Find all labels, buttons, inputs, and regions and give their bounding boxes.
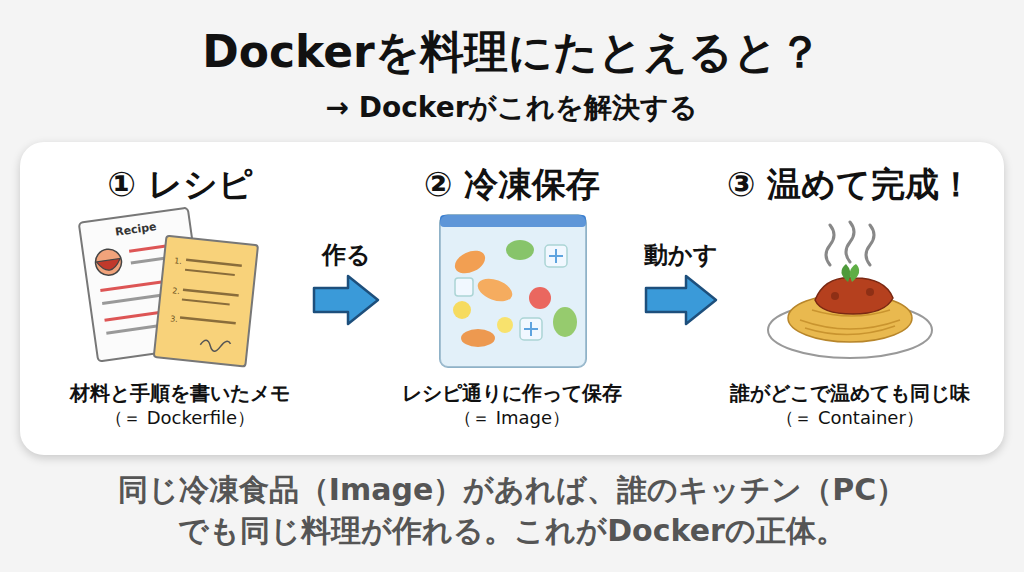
step-term: （＝ Dockerfile） — [105, 406, 255, 429]
flow-arrow — [314, 276, 378, 324]
caption: 同じ冷凍食品（Image）があれば、誰のキッチン（PC） でも同じ料理が作れる。… — [112, 470, 912, 551]
step-column: ② 冷凍保存レシピ通りに作って保存（＝ Image） — [382, 163, 642, 429]
title: Dockerを料理にたとえると？ — [0, 26, 1024, 79]
arrow-label: 作る — [322, 241, 371, 270]
step-heading: ② 冷凍保存 — [424, 163, 601, 206]
step-number: 3. — [170, 315, 179, 325]
step-term: （＝ Container） — [776, 406, 924, 429]
pasta-illustration — [768, 222, 932, 358]
subtitle: → Dockerがこれを解決する — [326, 93, 699, 124]
flow-arrow — [646, 276, 716, 324]
step-number: 2. — [172, 287, 181, 297]
step-column: ③ 温めて完成！ 誰がどこで温めても同じ味（＝ Container） — [720, 163, 980, 429]
paper-heading: Recipe — [115, 221, 158, 239]
step-description: レシピ通りに作って保存 — [402, 380, 622, 406]
frozen-bag-illustration — [440, 215, 586, 367]
step-description: 材料と手順を書いたメモ — [70, 380, 290, 406]
recipe-illustration — [79, 208, 258, 367]
step-column: ① レシピ材料と手順を書いたメモ（＝ Dockerfile） — [50, 163, 310, 429]
step-number: 1. — [174, 257, 183, 267]
step-term: （＝ Image） — [454, 406, 570, 429]
arrow-label: 動かす — [644, 241, 718, 270]
step-heading: ③ 温めて完成！ — [727, 163, 974, 206]
step-heading: ① レシピ — [107, 163, 253, 206]
step-description: 誰がどこで温めても同じ味 — [730, 380, 970, 406]
